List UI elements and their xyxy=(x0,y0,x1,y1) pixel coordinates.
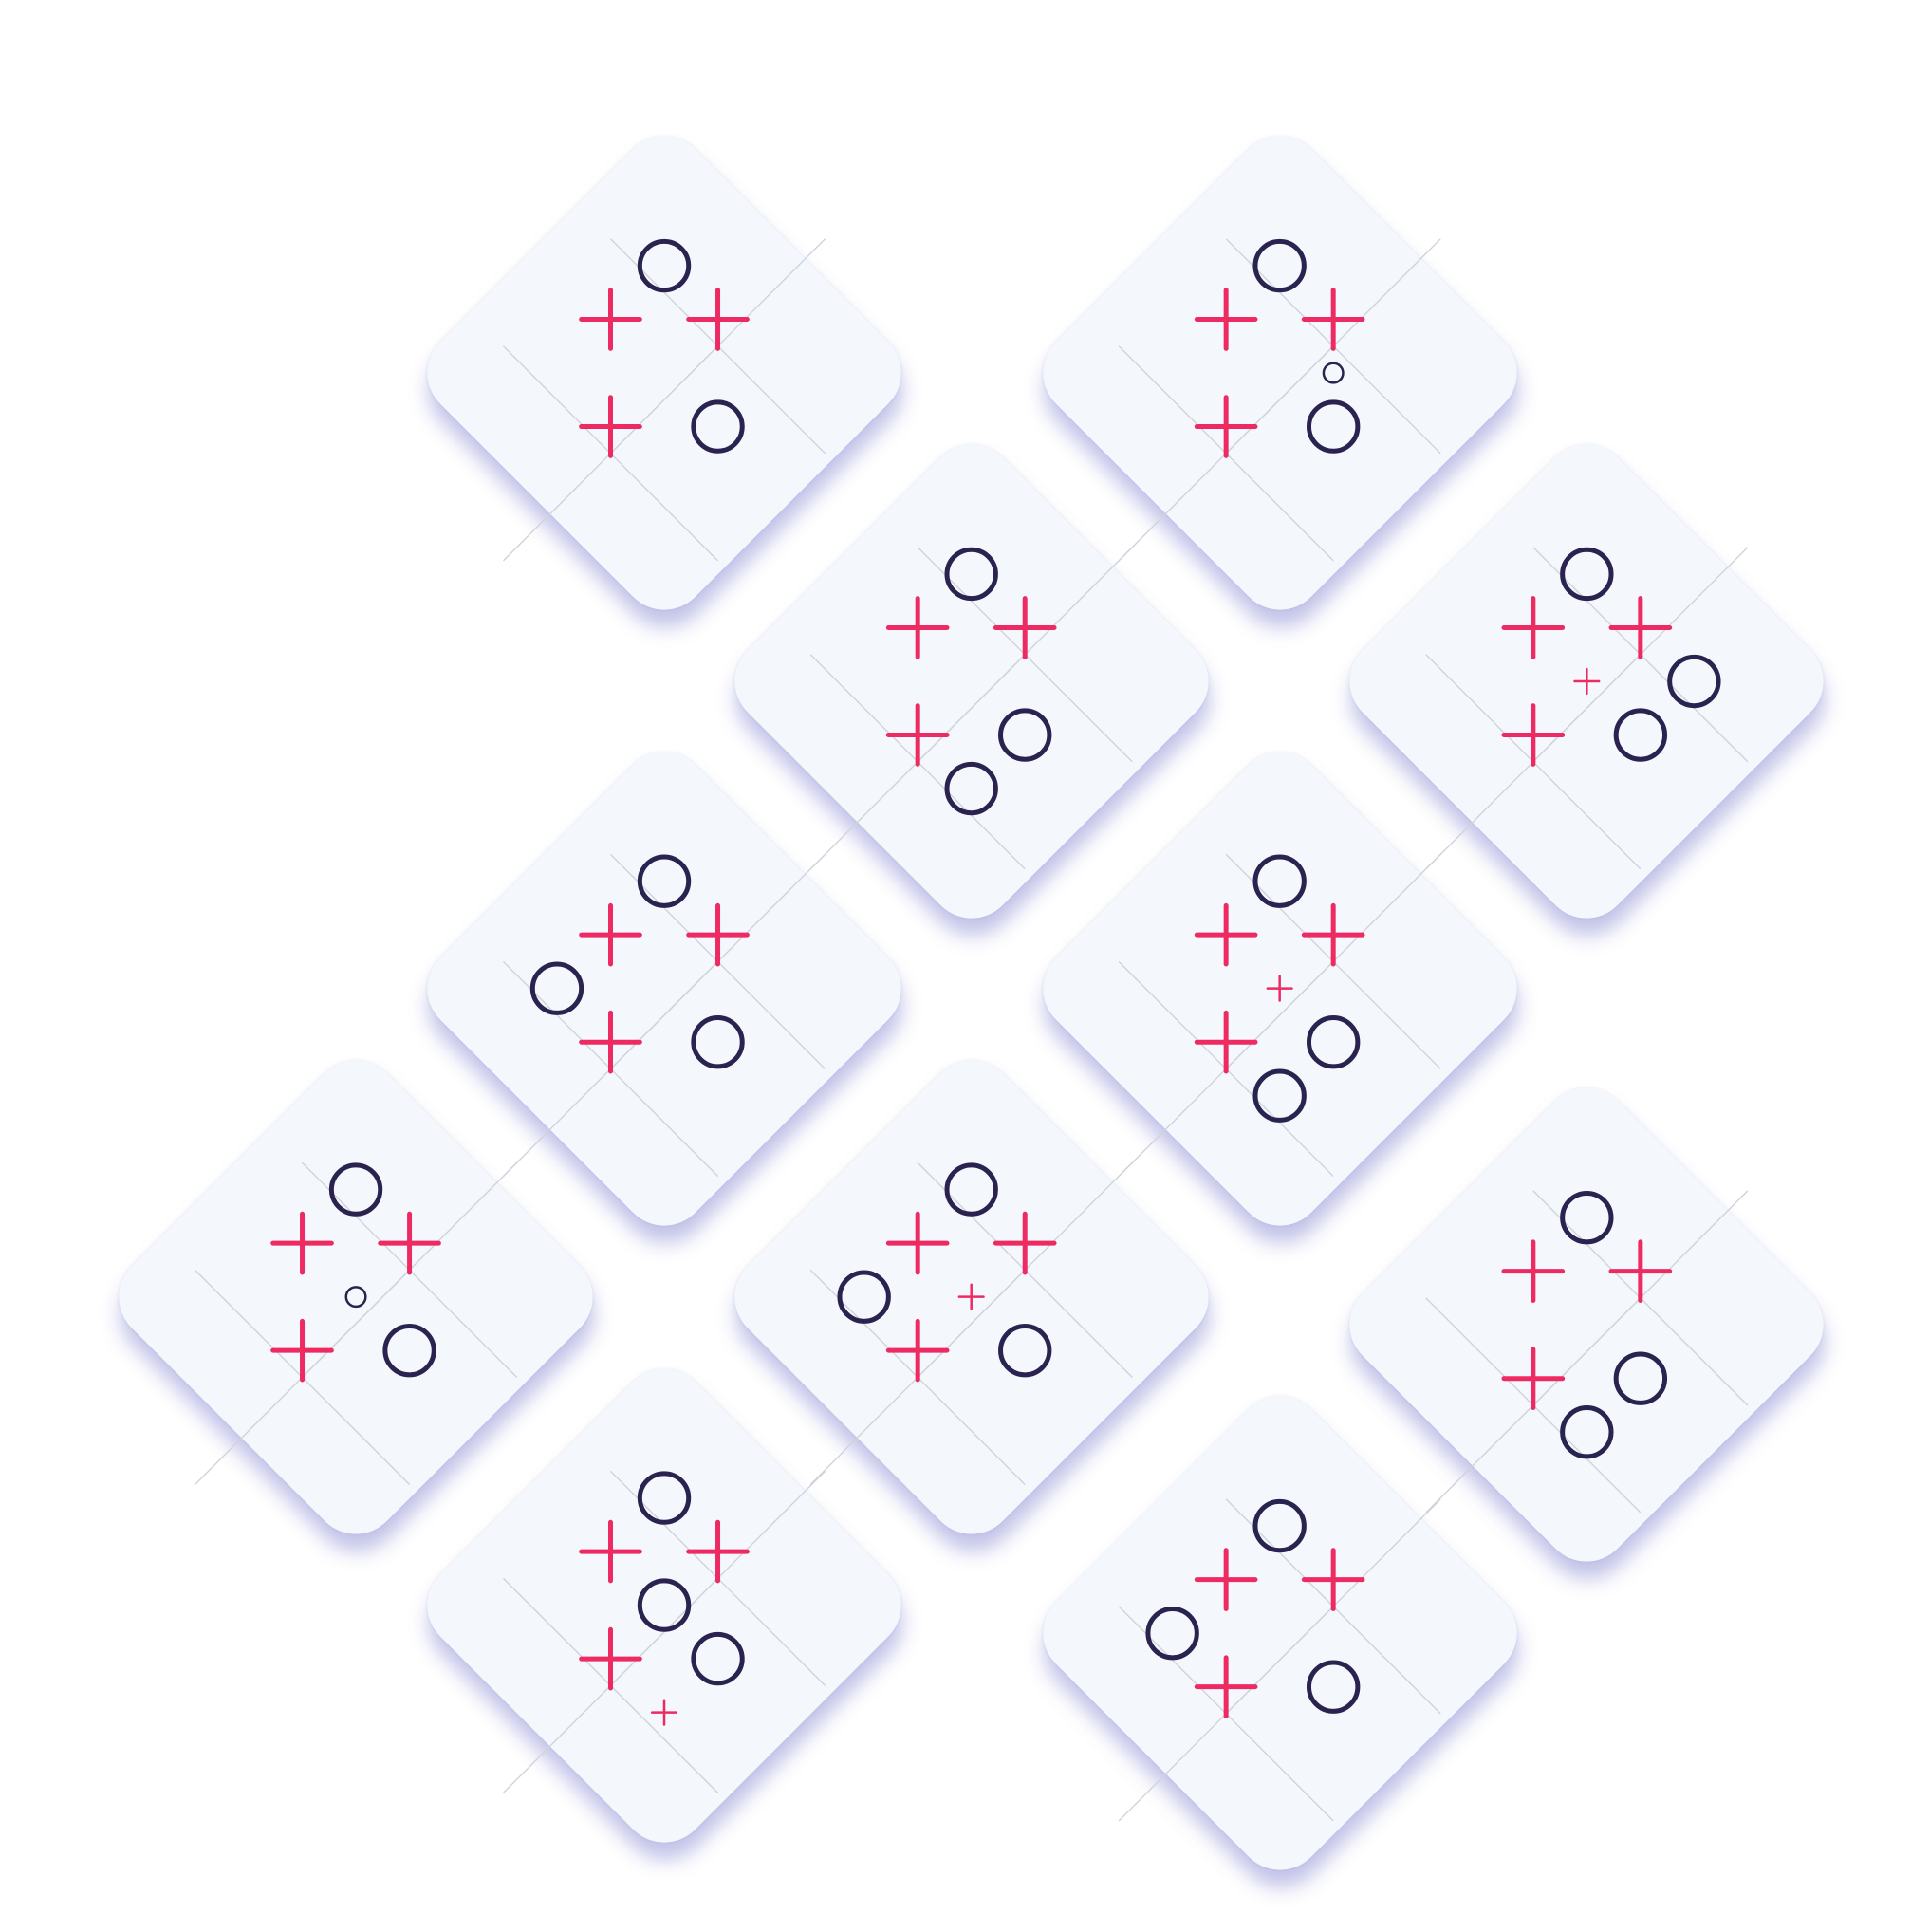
x-hint xyxy=(1266,975,1293,1002)
o-mark xyxy=(1560,547,1614,602)
o-mark xyxy=(1613,708,1668,762)
x-mark xyxy=(270,1318,334,1383)
board-4[interactable] xyxy=(1425,547,1749,870)
x-mark xyxy=(1194,1548,1258,1611)
board-3[interactable] xyxy=(809,547,1133,870)
x-mark xyxy=(686,1519,750,1584)
o-mark xyxy=(382,1323,436,1378)
board-1[interactable] xyxy=(502,238,826,562)
x-mark xyxy=(686,902,750,967)
board-5[interactable] xyxy=(502,853,826,1177)
x-mark xyxy=(1194,902,1258,967)
x-mark xyxy=(1194,1655,1258,1718)
x-mark xyxy=(885,703,950,767)
x-mark xyxy=(579,1010,642,1074)
o-mark xyxy=(637,238,692,293)
x-hint xyxy=(957,1283,985,1310)
x-mark xyxy=(1608,596,1673,659)
x-mark xyxy=(1194,1010,1258,1074)
o-mark xyxy=(1306,1660,1361,1714)
o-mark xyxy=(637,854,692,908)
o-mark xyxy=(998,708,1052,762)
x-mark xyxy=(1608,1239,1673,1303)
x-mark xyxy=(993,1211,1057,1275)
x-mark xyxy=(270,1211,334,1275)
o-mark xyxy=(1252,1498,1307,1553)
o-mark xyxy=(998,1323,1052,1378)
x-mark xyxy=(1501,1239,1566,1303)
x-mark xyxy=(885,1318,950,1383)
o-mark xyxy=(837,1270,891,1324)
x-mark xyxy=(1301,902,1365,967)
x-mark xyxy=(1194,288,1258,351)
o-mark xyxy=(691,1015,745,1069)
board-6[interactable] xyxy=(1118,853,1441,1177)
x-mark xyxy=(579,1519,642,1584)
x-mark xyxy=(579,902,642,967)
o-mark xyxy=(1252,238,1307,293)
x-hint xyxy=(1573,667,1601,696)
x-mark xyxy=(686,288,750,351)
x-mark xyxy=(885,596,950,659)
x-mark xyxy=(1501,596,1566,659)
x-mark xyxy=(378,1211,441,1275)
o-mark xyxy=(1560,1190,1614,1245)
o-mark xyxy=(1306,399,1361,454)
o-mark xyxy=(1560,1405,1614,1459)
x-mark xyxy=(1501,1347,1566,1411)
board-10[interactable] xyxy=(502,1470,826,1793)
o-mark xyxy=(637,1578,692,1632)
o-mark xyxy=(1252,1068,1307,1123)
board-2[interactable] xyxy=(1118,238,1441,562)
x-mark xyxy=(1301,288,1365,351)
x-mark xyxy=(993,596,1057,659)
o-hint xyxy=(1322,362,1345,384)
board-9[interactable] xyxy=(1425,1190,1749,1514)
x-hint xyxy=(650,1699,678,1726)
o-mark xyxy=(944,547,998,602)
o-mark xyxy=(1667,654,1721,709)
board-7[interactable] xyxy=(195,1161,518,1485)
o-hint xyxy=(344,1286,367,1309)
x-mark xyxy=(1194,395,1258,458)
o-mark xyxy=(529,961,584,1015)
o-mark xyxy=(944,761,998,816)
o-mark xyxy=(1613,1351,1668,1405)
x-mark xyxy=(885,1211,950,1275)
x-mark xyxy=(579,288,642,351)
x-mark xyxy=(579,1626,642,1691)
o-mark xyxy=(1252,854,1307,908)
x-mark xyxy=(1501,703,1566,767)
o-mark xyxy=(691,1631,745,1686)
o-mark xyxy=(691,399,745,454)
x-mark xyxy=(579,395,642,458)
o-mark xyxy=(1145,1606,1199,1661)
o-mark xyxy=(1306,1015,1361,1069)
board-11[interactable] xyxy=(1118,1498,1441,1822)
o-mark xyxy=(637,1471,692,1525)
board-8[interactable] xyxy=(809,1161,1133,1485)
x-mark xyxy=(1301,1548,1365,1611)
o-mark xyxy=(328,1162,383,1217)
o-mark xyxy=(944,1162,998,1217)
